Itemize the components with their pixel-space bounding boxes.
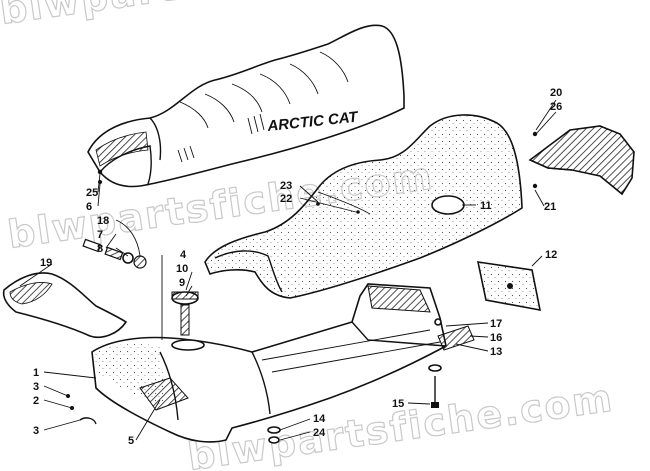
- callout-24: 24: [313, 427, 326, 439]
- callout-3: 3: [33, 381, 39, 393]
- tail-plate: [476, 261, 542, 312]
- callout-20: 20: [550, 87, 562, 99]
- chassis-tunnel: [91, 283, 475, 443]
- callout-12: 12: [545, 249, 557, 261]
- callout-25: 25: [86, 187, 98, 199]
- callout-11: 11: [480, 200, 492, 212]
- callout-10: 10: [176, 263, 188, 275]
- callout-19: 19: [40, 257, 52, 269]
- callout-8: 8: [97, 243, 103, 255]
- callout-13: 13: [490, 346, 502, 358]
- callout-14: 14: [313, 413, 326, 425]
- callout-9: 9: [179, 277, 185, 289]
- callout-18: 18: [97, 215, 109, 227]
- console-cover: [2, 272, 128, 338]
- callout-7: 7: [97, 229, 103, 241]
- fuel-cap-assembly: [171, 291, 199, 336]
- callout-6: 6: [86, 201, 92, 213]
- callout-21: 21: [544, 201, 556, 213]
- seat-assembly: ARCTIC CAT: [87, 24, 405, 188]
- callout-5: 5: [128, 435, 134, 447]
- callout-23: 23: [280, 180, 292, 192]
- callout-17: 17: [490, 318, 502, 330]
- callout-1: 1: [33, 367, 39, 379]
- callout-16: 16: [490, 332, 502, 344]
- callout-22: 22: [280, 193, 292, 205]
- callout-26: 26: [550, 101, 562, 113]
- callout-2: 2: [33, 395, 39, 407]
- callout-15: 15: [392, 398, 404, 410]
- callout-4: 4: [180, 249, 187, 261]
- callout-3: 3: [33, 425, 39, 437]
- callout-labels: 1 2 3 3 4 5 6 7 8 9 10 11 12 13 14 15 16…: [33, 87, 562, 447]
- leader-lines: [19, 99, 557, 441]
- fuel-pickup-parts: [82, 238, 147, 269]
- rear-bumper-bracket: [528, 125, 635, 196]
